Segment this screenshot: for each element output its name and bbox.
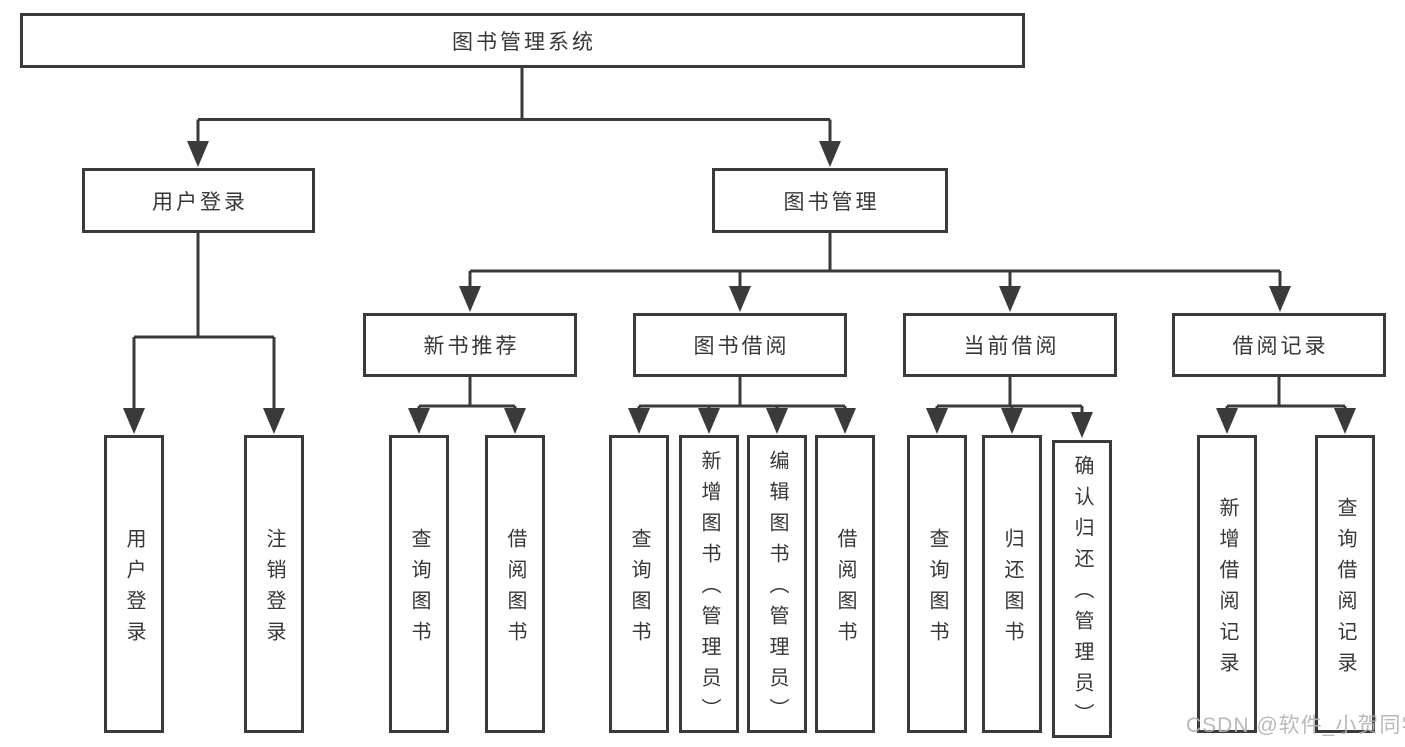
- node-borrowing-records: 借阅记录: [1172, 313, 1386, 377]
- node-leaf-confirm-return-admin: 确认归还（管理员）: [1052, 440, 1112, 738]
- node-leaf-borrow-books-borrowing: 借阅图书: [815, 435, 875, 733]
- node-new-book-recommendation: 新书推荐: [363, 313, 577, 377]
- node-leaf-user-login: 用户登录: [104, 435, 164, 733]
- node-user-login: 用户登录: [82, 168, 315, 233]
- watermark-text: CSDN @软件_小贺同学: [1186, 714, 1405, 737]
- node-leaf-logout: 注销登录: [244, 435, 304, 733]
- node-leaf-return-books: 归还图书: [982, 435, 1042, 733]
- node-leaf-query-borrow-record: 查询借阅记录: [1315, 435, 1375, 733]
- node-leaf-query-books-borrowing: 查询图书: [609, 435, 669, 733]
- node-leaf-query-books-recommend: 查询图书: [389, 435, 449, 733]
- node-leaf-edit-books-admin: 编辑图书（管理员）: [747, 435, 807, 733]
- connector-paths: [132, 68, 1347, 416]
- node-leaf-query-books-current: 查询图书: [907, 435, 967, 733]
- connector-arrowheads: [123, 141, 1356, 438]
- node-leaf-borrow-books-recommend: 借阅图书: [485, 435, 545, 733]
- node-leaf-add-books-admin: 新增图书（管理员）: [679, 435, 739, 733]
- node-current-borrowing: 当前借阅: [903, 313, 1117, 377]
- node-book-management: 图书管理: [712, 168, 948, 233]
- node-book-borrowing: 图书借阅: [633, 313, 847, 377]
- node-leaf-add-borrow-record: 新增借阅记录: [1197, 435, 1257, 733]
- node-root: 图书管理系统: [20, 13, 1025, 68]
